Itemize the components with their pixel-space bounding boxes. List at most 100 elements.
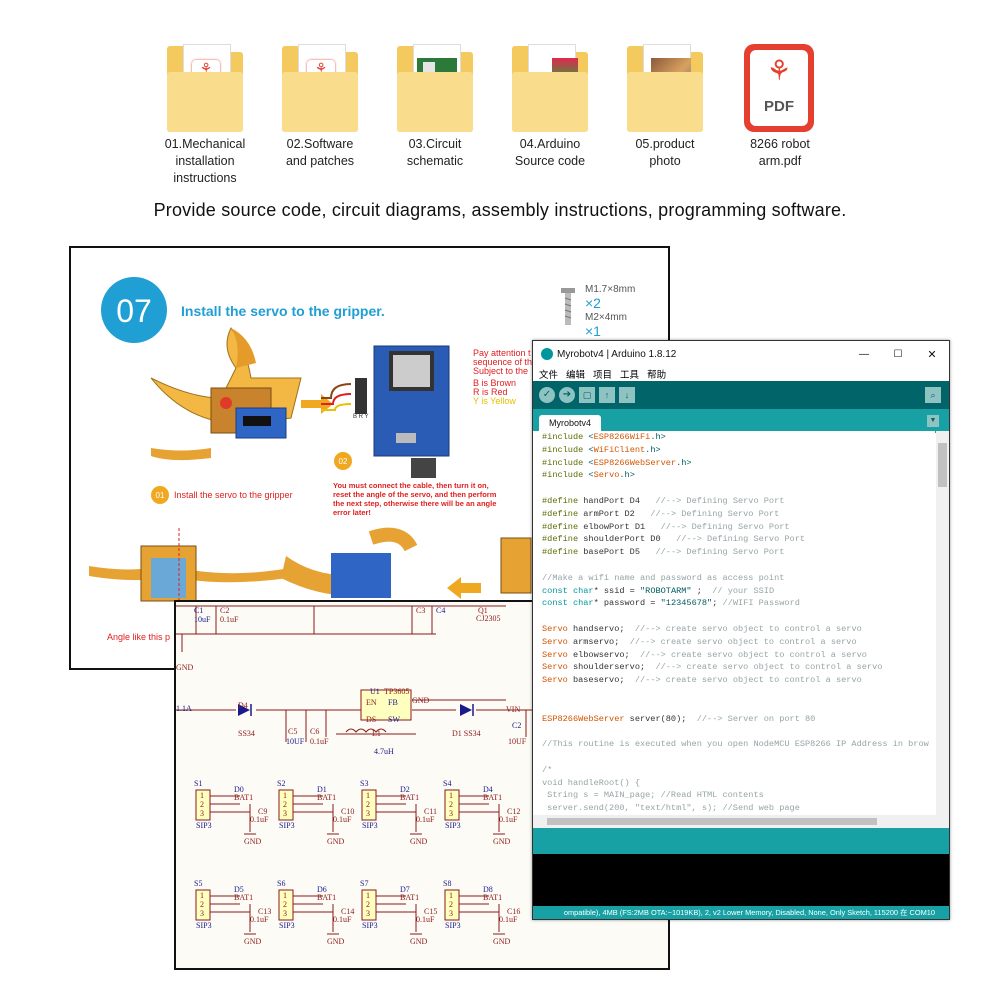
menu-file[interactable]: 文件 (539, 370, 559, 381)
code-line (533, 725, 935, 738)
minimize-button[interactable]: — (859, 348, 869, 360)
svg-text:Y is Yellow: Y is Yellow (473, 396, 516, 406)
code-line: #define basePort D5 //--> Defining Servo… (542, 547, 785, 558)
code-editor[interactable]: #include <ESP8266WiFi.h> #include <WiFiCl… (533, 431, 935, 815)
menu-edit[interactable]: 编辑 (566, 370, 586, 381)
schematic-label: BAT1 (317, 793, 336, 802)
tab-bar: Myrobotv4 ▼ (533, 409, 949, 433)
schematic-label: 0.1uF (333, 915, 352, 924)
schematic-label: D0 (234, 785, 244, 794)
schematic-label: 10UF (286, 737, 305, 746)
schematic-label: BAT1 (483, 793, 502, 802)
pdf-file-icon: ⚘PDF (742, 44, 818, 134)
schematic-label: 2 (366, 900, 370, 909)
schematic-label: 1 (283, 891, 287, 900)
schematic-label: D4 (238, 701, 248, 710)
schematic-label: 0.1uF (310, 737, 329, 746)
svg-text:Subject to the: Subject to the (473, 366, 528, 376)
schematic-label: 0.1uF (333, 815, 352, 824)
menu-project[interactable]: 项目 (593, 370, 613, 381)
upload-button[interactable]: ➔ (559, 387, 575, 403)
schematic-label: Q1 (478, 606, 488, 615)
schematic-label: C15 (424, 907, 437, 916)
schematic-label: C5 (288, 727, 297, 736)
verify-button[interactable]: ✓ (539, 387, 555, 403)
file-label-line: 01.Mechanical (164, 137, 246, 151)
schematic-label: 1 (283, 791, 287, 800)
vertical-scrollbar[interactable] (936, 431, 949, 815)
svg-text:You must connect the cable, th: You must connect the cable, then turn it… (333, 481, 489, 490)
maximize-button[interactable]: ☐ (893, 348, 903, 360)
schematic-label: VIN (506, 705, 520, 714)
code-line: #include <ESP8266WiFi.h> (542, 432, 666, 442)
schematic-label: C4 (436, 606, 445, 615)
schematic-label: 2 (283, 900, 287, 909)
menu-tools[interactable]: 工具 (620, 370, 640, 381)
schematic-label: 3 (366, 809, 370, 818)
schematic-label: BAT1 (400, 793, 419, 802)
file-item[interactable]: ⚘PDF01.Mechanicalinstallationinstruction… (150, 44, 260, 187)
schematic-label: S7 (360, 879, 368, 888)
step-title: Install the servo to the gripper. (181, 303, 385, 319)
schematic-label: D4 (483, 785, 493, 794)
schematic-label: 1 (200, 791, 204, 800)
menu-bar: 文件 编辑 项目 工具 帮助 (533, 367, 949, 381)
schematic-label: EN (366, 698, 377, 707)
schematic-label: S5 (194, 879, 202, 888)
schematic-label: 10uF (194, 615, 211, 624)
close-button[interactable]: ✕ (927, 348, 937, 361)
console-output (533, 854, 949, 906)
message-bar (533, 828, 949, 854)
schematic-label: 3 (283, 809, 287, 818)
menu-help[interactable]: 帮助 (647, 370, 667, 381)
manual-illustration: 07 Install the servo to the gripper. M1.… (89, 277, 635, 642)
schematic-label: BAT1 (483, 893, 502, 902)
tab-myrobotv4[interactable]: Myrobotv4 (539, 415, 602, 432)
schematic-label: GND (244, 837, 262, 846)
svg-text:error later!: error later! (333, 508, 371, 517)
new-sketch-button[interactable]: ▢ (579, 387, 595, 403)
schematic-label: C6 (310, 727, 319, 736)
serial-monitor-button[interactable]: ⌕ (925, 387, 941, 403)
schematic-label: C1 (194, 606, 203, 615)
schematic-label: 0.1uF (250, 915, 269, 924)
schematic-label: 3 (449, 909, 453, 918)
tab-menu-button[interactable]: ▼ (927, 415, 939, 427)
schematic-label: S6 (277, 879, 285, 888)
horizontal-scrollbar[interactable] (533, 815, 949, 828)
board-status-bar: ompatible), 4MB (FS:2MB OTA:~1019KB), 2,… (533, 906, 949, 919)
save-sketch-button[interactable]: ↓ (619, 387, 635, 403)
open-sketch-button[interactable]: ↑ (599, 387, 615, 403)
schematic-label: 4.7uH (374, 747, 394, 756)
step-number: 07 (116, 293, 152, 329)
step-number-circle (101, 277, 167, 343)
schematic-label: DS (366, 715, 376, 724)
svg-text:Install the servo to the gripp: Install the servo to the gripper (174, 490, 293, 500)
schematic-label: BAT1 (317, 893, 336, 902)
svg-text:R is Red: R is Red (473, 387, 508, 397)
code-line (533, 482, 935, 495)
code-line: #include <WiFiClient.h> (542, 444, 661, 455)
schematic-label: 2 (366, 800, 370, 809)
schematic-label: GND (244, 937, 262, 946)
schematic-label: C14 (341, 907, 354, 916)
schematic-label: D2 (400, 785, 410, 794)
folder-icon: ⚘PDF (167, 44, 243, 134)
schematic-label: D6 (317, 885, 327, 894)
file-label-line: arm.pdf (758, 154, 802, 168)
schematic-label: 0.1uF (499, 815, 518, 824)
schematic-label: GND (176, 663, 194, 672)
schematic-label: 3 (366, 909, 370, 918)
